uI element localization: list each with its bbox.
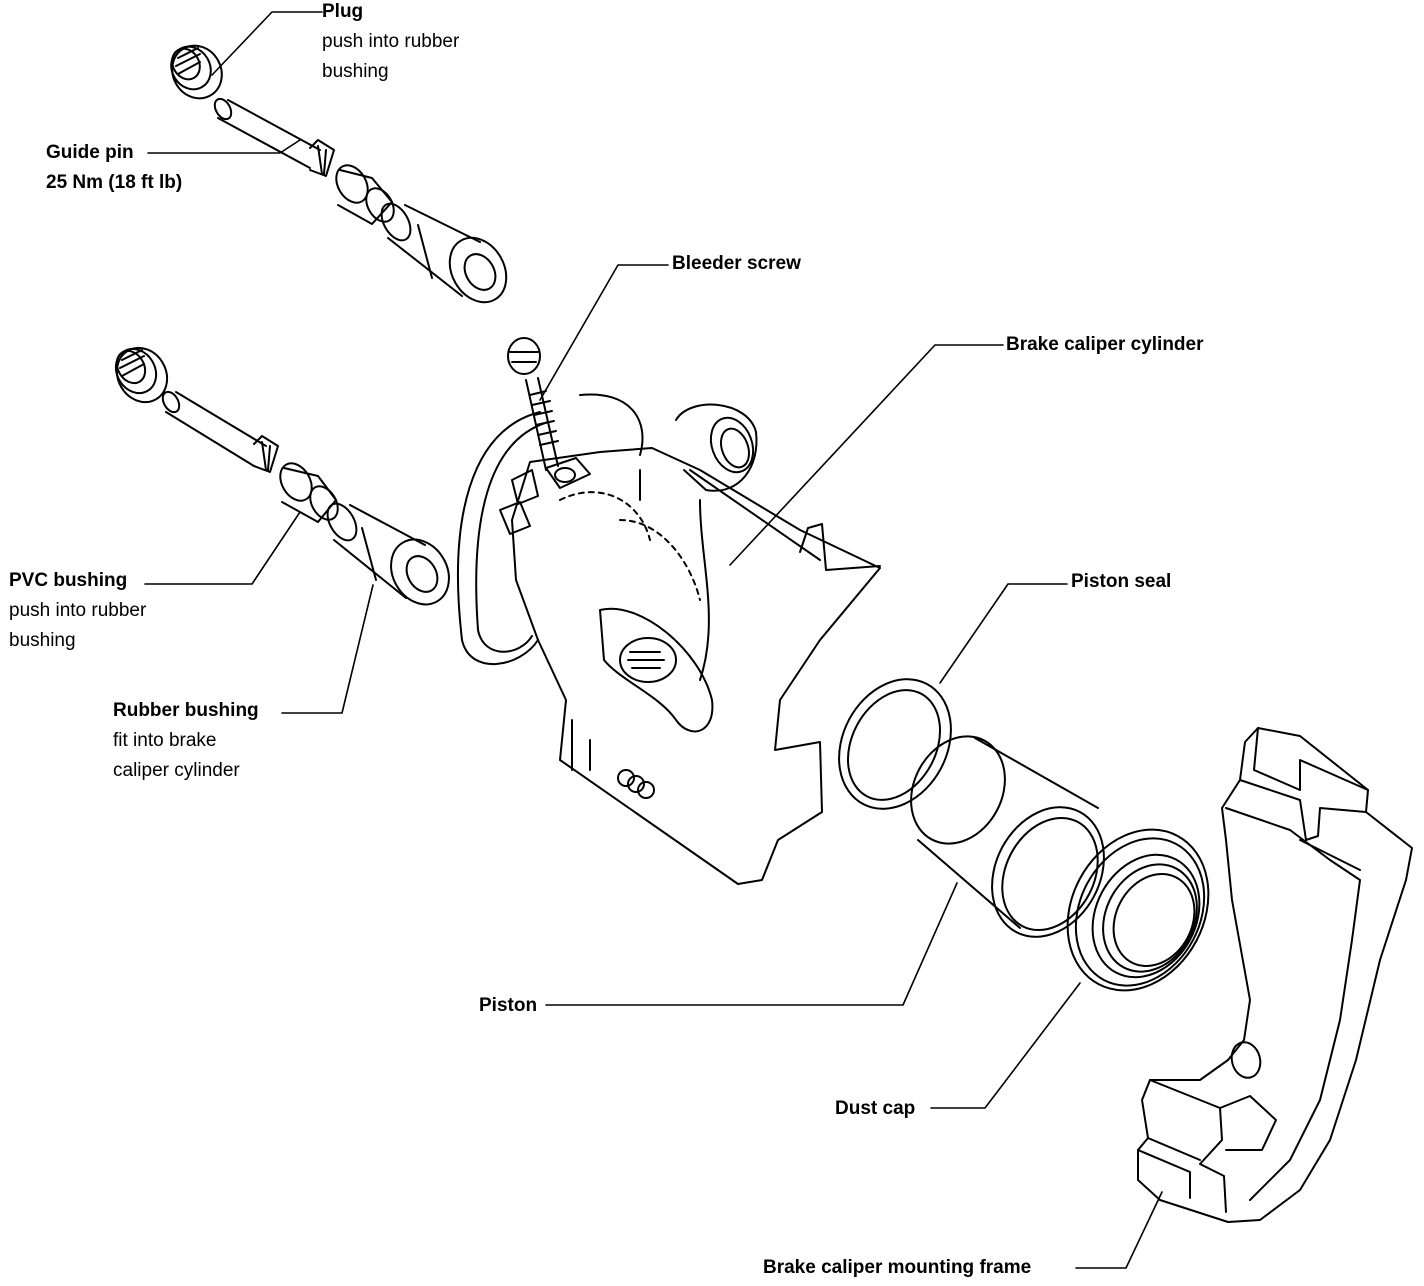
leader-pvc-bushing [144, 511, 301, 585]
bleeder-screw [507, 337, 559, 471]
label-guide-pin-title: Guide pin [46, 142, 134, 163]
label-pvc-bushing-line2: bushing [9, 630, 76, 651]
leader-piston [545, 882, 958, 1006]
pvc-bushing-lower [279, 462, 339, 523]
label-rubber-bushing-title: Rubber bushing [113, 700, 259, 721]
leader-bleeder-screw [539, 264, 669, 401]
label-guide-pin-torque: 25 Nm (18 ft lb) [46, 172, 183, 193]
label-bleeder-screw: Bleeder screw [672, 249, 801, 279]
leader-piston-seal [939, 583, 1068, 684]
label-guide-pin: Guide pin 25 Nm (18 ft lb) [46, 138, 182, 198]
label-pvc-bushing-line1: push into rubber [9, 600, 147, 621]
leader-rubber-bushing [281, 584, 374, 714]
label-brake-caliper-cylinder-title: Brake caliper cylinder [1006, 334, 1204, 355]
label-dust-cap: Dust cap [835, 1094, 915, 1124]
label-rubber-bushing-line1: fit into brake [113, 730, 217, 751]
label-plug-title: Plug [322, 1, 364, 22]
dust-cap [1066, 828, 1210, 992]
label-brake-caliper-cylinder: Brake caliper cylinder [1006, 330, 1204, 360]
leader-mounting-frame [1075, 1191, 1163, 1269]
label-bleeder-screw-title: Bleeder screw [672, 253, 801, 274]
label-dust-cap-title: Dust cap [835, 1098, 916, 1119]
leader-brake-caliper-cylinder [729, 344, 1004, 566]
guide-pin-lower [161, 390, 279, 473]
label-mounting-frame-title: Brake caliper mounting frame [763, 1257, 1032, 1278]
label-rubber-bushing-line2: caliper cylinder [113, 760, 240, 781]
leader-plug [211, 11, 323, 76]
piston-seal [838, 678, 952, 810]
label-pvc-bushing-title: PVC bushing [9, 570, 128, 591]
rubber-bushing-lower [326, 502, 450, 606]
pvc-bushing-upper [335, 164, 395, 225]
label-rubber-bushing: Rubber bushing fit into brake caliper cy… [113, 696, 259, 786]
label-piston: Piston [479, 991, 537, 1021]
label-piston-seal-title: Piston seal [1071, 571, 1172, 592]
brake-caliper-cylinder [457, 393, 881, 885]
label-piston-seal: Piston seal [1071, 567, 1171, 597]
label-plug-line2: bushing [322, 61, 389, 82]
label-plug: Plug push into rubber bushing [322, 0, 459, 87]
leader-lines [144, 11, 1163, 1269]
label-piston-title: Piston [479, 995, 538, 1016]
plug-upper [170, 44, 223, 100]
piston [910, 735, 1105, 938]
guide-pin-upper [213, 97, 335, 177]
label-plug-line1: push into rubber [322, 31, 460, 52]
leader-guide-pin [147, 139, 301, 154]
leader-dust-cap [930, 982, 1081, 1109]
label-pvc-bushing: PVC bushing push into rubber bushing [9, 566, 146, 656]
label-mounting-frame: Brake caliper mounting frame [763, 1253, 1031, 1283]
plug-lower [114, 346, 169, 404]
brake-caliper-mounting-frame [1137, 727, 1413, 1223]
rubber-bushing-upper [380, 202, 508, 304]
